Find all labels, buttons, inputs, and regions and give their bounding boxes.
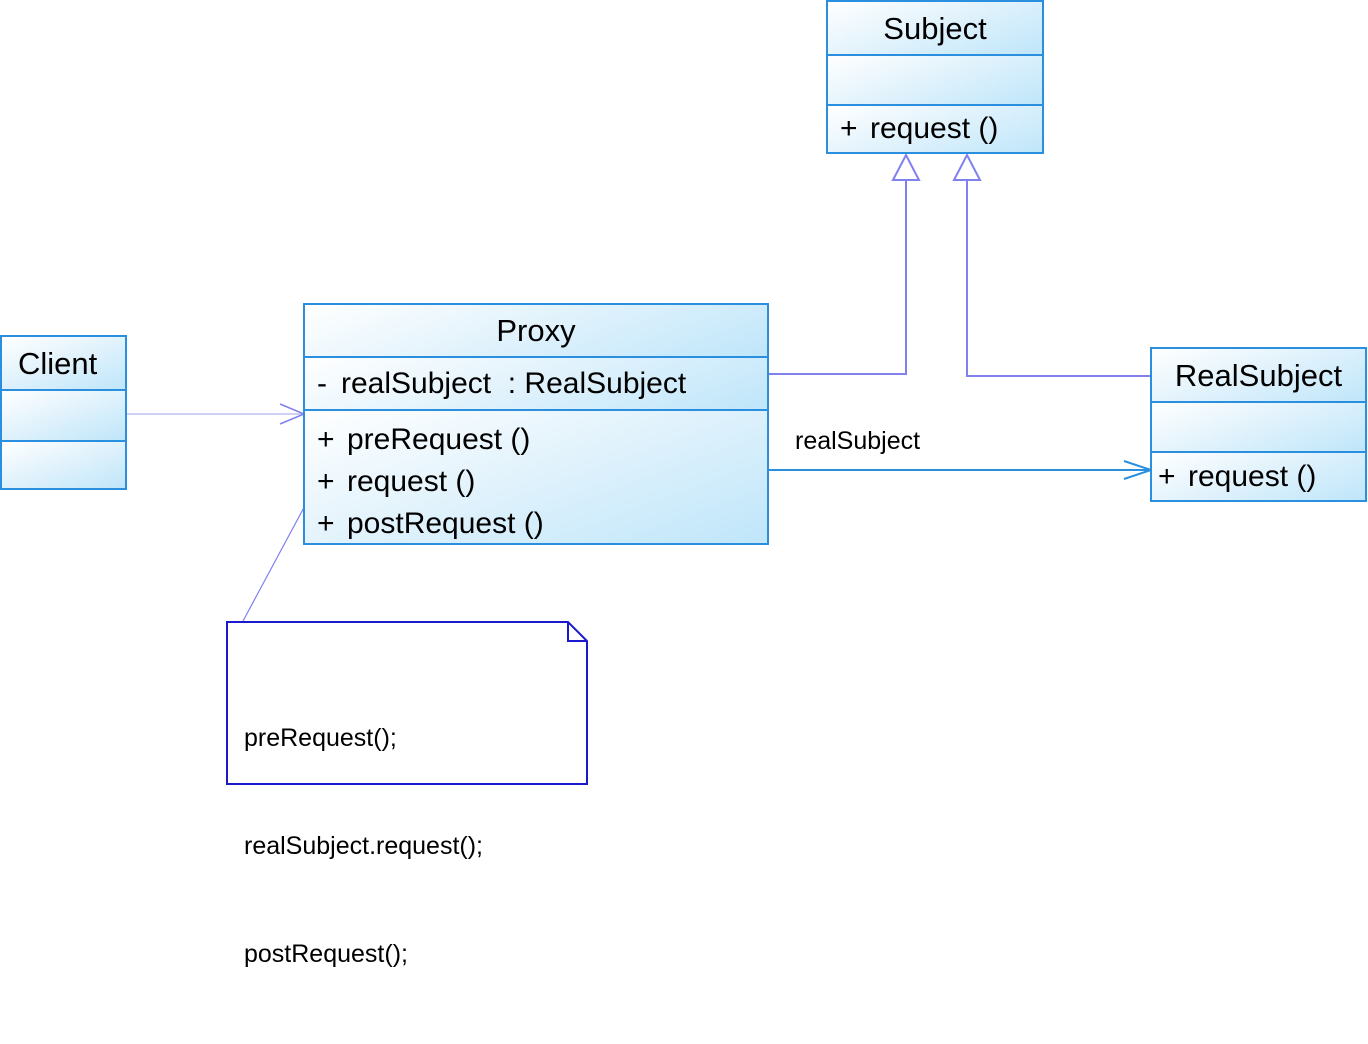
class-proxy-operation-postrequest: + postRequest () — [305, 503, 767, 545]
visibility-marker: + — [317, 507, 335, 540]
class-proxy-operations: + preRequest () + request () + postRequest … — [305, 409, 767, 543]
class-realsubject-operation-request: + request () — [1152, 451, 1365, 500]
note-line: postRequest(); — [244, 940, 408, 968]
realsubject-subject-generalization-line — [966, 180, 1151, 377]
realsubject-subject-generalization-triangle — [952, 152, 982, 181]
class-proxy-attribute-realsubject: -realSubject : RealSubject — [305, 356, 767, 409]
note-line: preRequest(); — [244, 724, 397, 752]
class-proxy[interactable]: Proxy -realSubject : RealSubject + preReq… — [303, 303, 769, 545]
class-subject-attributes — [828, 54, 1042, 104]
visibility-marker: + — [1158, 459, 1176, 493]
class-subject-operation-request: + request () — [828, 104, 1042, 152]
class-client-operations — [2, 440, 125, 488]
visibility-marker: + — [840, 112, 858, 145]
operation-signature: preRequest () — [347, 423, 531, 456]
operation-signature: request () — [1188, 459, 1317, 493]
client-proxy-arrowhead — [279, 403, 306, 425]
note-text: preRequest(); realSubject.request(); pos… — [244, 648, 483, 1044]
class-realsubject-attributes — [1152, 401, 1365, 451]
note-line: realSubject.request(); — [244, 832, 484, 860]
visibility-marker: + — [317, 423, 335, 456]
class-subject-name: Subject — [828, 2, 1042, 54]
operation-signature: request () — [870, 112, 999, 145]
proxy-subject-generalization-triangle — [891, 152, 921, 181]
class-realsubject-name: RealSubject — [1152, 349, 1365, 401]
class-proxy-operation-request: + request () — [305, 461, 767, 503]
operation-signature: postRequest () — [347, 507, 544, 540]
class-proxy-operation-prerequest: + preRequest () — [305, 419, 767, 461]
note-fold — [567, 622, 587, 642]
uml-class-diagram: Subject +request () Client Proxy -realSu… — [0, 0, 1367, 968]
class-client[interactable]: Client — [0, 335, 127, 490]
class-client-name: Client — [2, 337, 125, 389]
visibility-marker: + — [317, 465, 335, 498]
class-proxy-name: Proxy — [305, 305, 767, 356]
operation-signature: request () — [347, 465, 476, 498]
class-client-attributes — [2, 389, 125, 440]
proxy-realsubject-association-arrowhead — [1123, 460, 1155, 480]
association-label: realSubject — [795, 427, 921, 455]
visibility-marker: - — [317, 366, 327, 400]
attribute-signature: realSubject : RealSubject — [341, 366, 687, 400]
class-subject[interactable]: Subject + request () — [826, 0, 1044, 154]
proxy-subject-generalization-line — [769, 180, 907, 375]
class-realsubject[interactable]: RealSubject + request () — [1150, 347, 1367, 502]
